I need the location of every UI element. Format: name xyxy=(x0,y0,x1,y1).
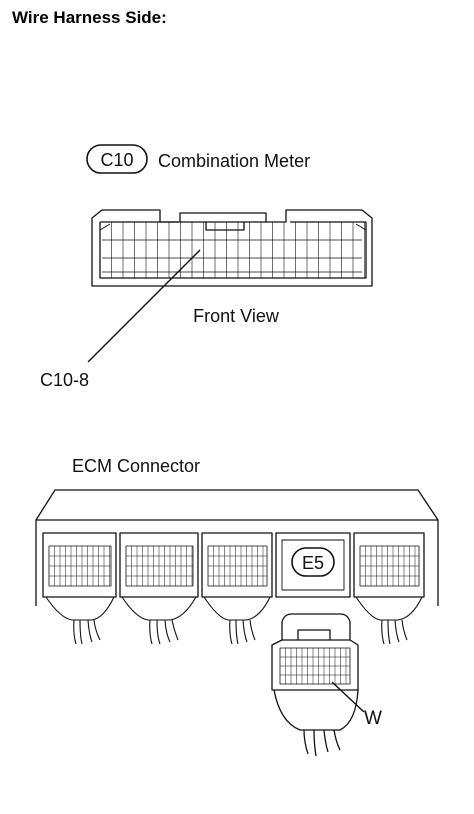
c10-badge xyxy=(86,144,148,174)
e5-badge xyxy=(291,547,335,577)
ecm-connector-5 xyxy=(353,532,425,598)
wire-bundle-1 xyxy=(45,596,115,645)
ecm-connector-3 xyxy=(201,532,273,598)
wire-bundle-2 xyxy=(121,596,197,645)
wire-bundle-5 xyxy=(355,596,423,645)
front-view-label: Front View xyxy=(193,306,280,326)
w-wire-label: W xyxy=(364,708,382,729)
e5-slot xyxy=(275,532,351,598)
wire-bundle-3 xyxy=(203,596,271,645)
ecm-connector-label: ECM Connector xyxy=(72,456,200,476)
w-leader-line xyxy=(331,681,365,713)
e5-badge-text: E5 xyxy=(302,553,324,573)
ecm-connector-2 xyxy=(119,532,199,598)
c10-name-label: Combination Meter xyxy=(158,151,310,171)
ecm-connector-1 xyxy=(42,532,117,598)
c10-connector xyxy=(91,209,373,287)
ecm-body xyxy=(35,489,439,606)
c10-badge-text: C10 xyxy=(100,150,133,170)
c10-8-leader-line xyxy=(87,249,201,363)
c10-8-pin-label: C10-8 xyxy=(40,370,89,390)
page-title: Wire Harness Side: xyxy=(12,8,167,27)
e5-harness-plug xyxy=(271,613,359,757)
